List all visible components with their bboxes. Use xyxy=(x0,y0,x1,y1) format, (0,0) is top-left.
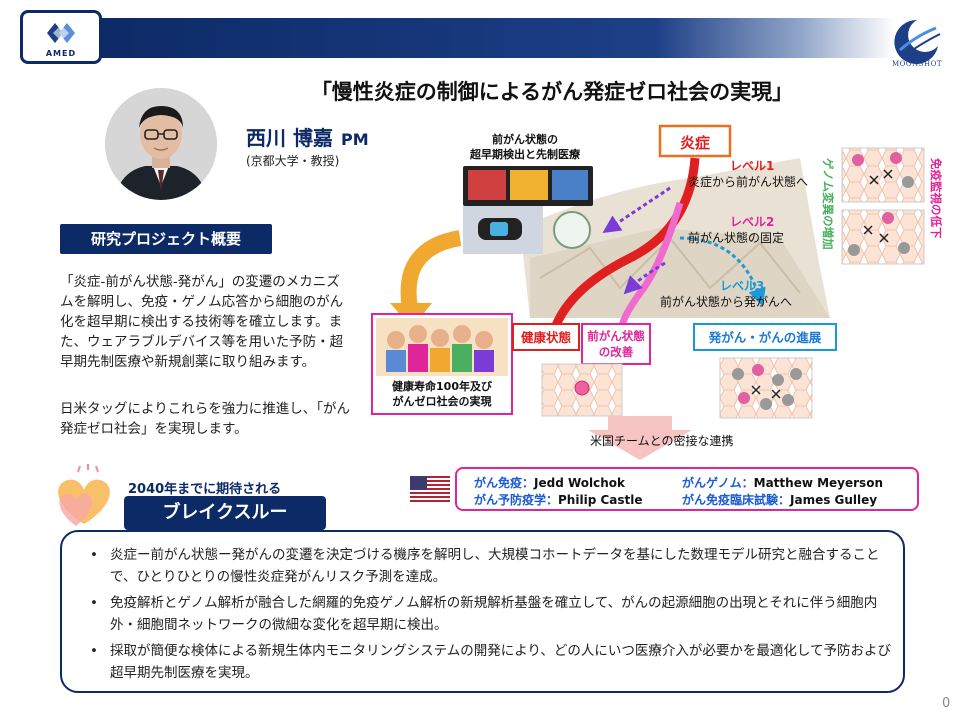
level2-title: レベル2 xyxy=(730,215,774,229)
us-member-4: がん免疫臨床試験：James Gulley xyxy=(682,493,878,507)
us-member-3: がん予防疫学：Philip Castle xyxy=(474,493,643,507)
early-detection-label-2: 超早期検出と先制医療 xyxy=(469,147,581,161)
breakthrough-bullet: 炎症ー前がん状態ー発がんの変遷を決定づける機序を解明し、大規模コホートデータを基… xyxy=(86,544,896,588)
carcinogenesis-diagram: 前がん状態の 超早期検出と先制医療 健康寿命100年及び がんゼロ社会の実現 炎… xyxy=(371,124,943,460)
breakthrough-year-label: 2040年までに期待される xyxy=(128,482,282,497)
red-progression-path xyxy=(550,157,700,330)
early-detection-label-1: 前がん状態の xyxy=(492,132,558,146)
collab-arrow xyxy=(588,416,692,460)
overview-paragraph-2: 日米タッグによりこれらを強力に推進し、「がん発症ゼロ社会」を実現します。 xyxy=(60,401,350,437)
immune-decrease-label: 免疫監視の低下 xyxy=(929,158,943,239)
precancer-improve-label-2: の改善 xyxy=(599,345,634,359)
page-number: 0 xyxy=(942,696,951,711)
level3-desc: 前がん状態から発がんへ xyxy=(660,294,792,309)
us-flag-icon xyxy=(410,476,450,502)
overview-tag: 研究プロジェクト概要 xyxy=(60,224,272,254)
amed-logo: AMED xyxy=(20,10,102,64)
society-block: 健康寿命100年及び がんゼロ社会の実現 xyxy=(371,313,513,415)
genome-increase-label: ゲノム変異の増加 xyxy=(821,158,835,250)
amed-logo-text: AMED xyxy=(45,49,77,58)
precancer-improve-label-1: 前がん状態 xyxy=(587,329,645,343)
header-bar xyxy=(95,18,895,58)
collaboration-label: 米国チームとの密接な連携 xyxy=(590,434,734,448)
healthy-tissue xyxy=(541,363,623,417)
society-label-2: がんゼロ社会の実現 xyxy=(393,394,492,408)
page-title: 「慢性炎症の制御によるがん発症ゼロ社会の実現」 xyxy=(310,80,794,104)
inflammation-box xyxy=(658,124,732,158)
pm-affiliation: (京都大学・教授) xyxy=(246,154,340,168)
inflammation-label: 炎症 xyxy=(680,134,710,152)
level1-title: レベル1 xyxy=(730,159,774,173)
us-member-1: がん免疫：Jedd Wolchok xyxy=(474,476,626,490)
overview-paragraph-1: 「炎症-前がん状態-発がん」の変遷のメカニズムを解明し、免疫・ゲノム応答から細胞… xyxy=(60,274,344,370)
level2-desc: 前がん状態の固定 xyxy=(688,230,784,245)
hearts-icon xyxy=(58,464,110,526)
healthy-label: 健康状態 xyxy=(521,330,572,345)
level1-desc: 炎症から前がん状態へ xyxy=(688,174,808,189)
breakthrough-box: 炎症ー前がん状態ー発がんの変遷を決定づける機序を解明し、大規模コホートデータを基… xyxy=(60,530,905,693)
early-detection-block: 前がん状態の 超早期検出と先制医療 xyxy=(463,132,593,254)
us-team-bar xyxy=(455,467,919,511)
society-label-1: 健康寿命100年及び xyxy=(392,379,493,393)
breakthrough-bullet: 採取が簡便な検体による新規生体内モニタリングシステムの開発により、どの人にいつ医… xyxy=(86,640,896,684)
level3-title: レベル3 xyxy=(720,279,764,293)
moonshot-logo-text: MOONSHOT xyxy=(891,60,943,68)
pm-portrait xyxy=(105,88,217,200)
us-member-2: がんゲノム：Matthew Meyerson xyxy=(682,476,883,490)
amed-logo-icon xyxy=(47,23,75,43)
progression-label: 発がん・がんの進展 xyxy=(708,330,822,345)
breakthrough-bullet: 免疫解析とゲノム解析が融合した網羅的免疫ゲノム解析の新規解析基盤を確立して、がん… xyxy=(86,592,896,636)
society-arrow xyxy=(400,230,462,310)
breakthrough-tag: ブレイクスルー xyxy=(124,496,326,530)
moonshot-logo-icon xyxy=(894,19,941,64)
